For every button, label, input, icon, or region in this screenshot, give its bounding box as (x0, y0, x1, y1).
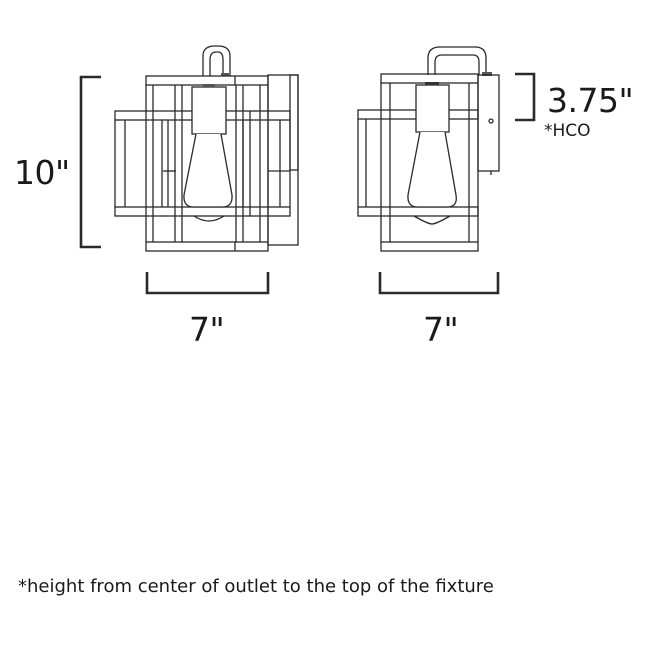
front-width-dimension-bracket (145, 272, 270, 295)
hco-dimension-bracket (515, 72, 536, 122)
hco-note: *HCO (544, 121, 591, 141)
front-width-label: 7" (189, 310, 225, 349)
side-width-label: 7" (423, 310, 459, 349)
hco-label: 3.75" (547, 81, 634, 120)
height-label: 10" (14, 153, 70, 192)
side-width-dimension-bracket (378, 272, 500, 295)
side-view-fixture (357, 46, 500, 252)
front-view-fixture (114, 45, 299, 252)
footnote: *height from center of outlet to the top… (18, 576, 494, 597)
height-dimension-bracket (79, 75, 101, 249)
